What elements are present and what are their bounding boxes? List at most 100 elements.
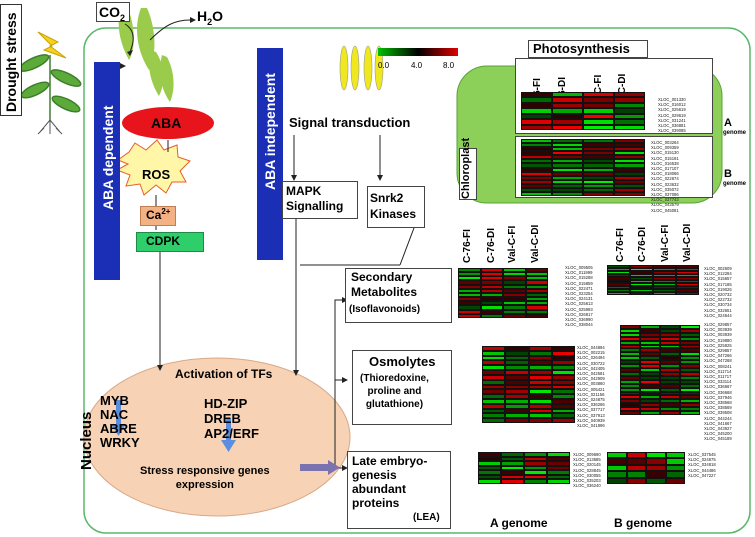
aba-dependent-label: ABA dependent: [100, 105, 116, 210]
heatmap-cell: [480, 288, 503, 293]
heatmap-cell: [551, 374, 575, 380]
heatmap-cell: [626, 458, 646, 465]
heatmap-cell: [626, 471, 646, 478]
heatmap-cell: [620, 328, 640, 333]
heatmap-cell: [640, 336, 660, 341]
heatmap-cell: [503, 272, 526, 277]
heatmap-cell: [482, 403, 506, 409]
heatmap-cell: [630, 286, 653, 289]
a-genome-label: A genome: [490, 516, 548, 530]
heatmap-cell: [524, 461, 547, 466]
heatmap-cell: [620, 395, 640, 400]
heatmap-cell: [505, 389, 529, 395]
ids-photo-b: XLOC_003264 XLOC_009359 XLOC_015130 XLOC…: [651, 140, 679, 213]
heatmap-cell: [551, 408, 575, 414]
leaf-shape: [160, 55, 174, 102]
heatmap-sec-a: [458, 268, 548, 318]
heatmap-cell: [528, 384, 552, 390]
mapk-box: [282, 181, 358, 219]
heatmap-cell: [583, 191, 614, 196]
calcium-label: Ca2+: [146, 207, 171, 222]
heatmap-cell: [680, 348, 700, 353]
heatmap-cell: [660, 399, 680, 404]
heatmap-cell: [665, 452, 685, 459]
heatmap-cell: [680, 360, 700, 365]
heatmap-cell: [583, 119, 614, 125]
heatmap-cell: [501, 479, 524, 484]
heatmap-cell: [620, 387, 640, 392]
heatmap-cell: [551, 370, 575, 375]
heatmap-cell: [552, 113, 583, 120]
heatmap-cell: [482, 418, 506, 423]
heatmap-cell: [660, 360, 680, 365]
heatmap-cell: [640, 340, 660, 345]
heatmap-cell: [521, 143, 552, 148]
heatmap-cell: [607, 271, 630, 274]
heatmap-cell: [503, 309, 526, 314]
ids-photo-a: XLOC_001330 XLOC_016012 XLOC_025619 XLOC…: [658, 97, 686, 134]
heatmap-cell: [680, 344, 700, 349]
ids-sec-a: XLOC_009505 XLOC_011999 XLOC_015268 XLOC…: [565, 265, 593, 328]
sec-a-col-3: Val-C-FI: [507, 225, 518, 263]
heatmap-cell: [528, 413, 552, 419]
heatmap-cell: [620, 364, 640, 369]
heatmap-cell: [480, 297, 503, 302]
heatmap-cell: [660, 407, 680, 412]
heatmap-cell: [620, 383, 640, 388]
heatmap-cell: [528, 389, 552, 395]
signal-transduction-label: Signal transduction: [289, 115, 411, 130]
heatmap-cell: [525, 288, 548, 293]
heatmap-cell: [525, 280, 548, 285]
heatmap-cell: [528, 346, 552, 351]
heatmap-cell: [583, 139, 614, 144]
heatmap-cell: [607, 289, 630, 292]
heatmap-cell: [501, 465, 524, 471]
heatmap-cell: [583, 113, 614, 120]
heatmap-cell: [521, 124, 552, 130]
heatmap-cell: [458, 276, 481, 281]
heatmap-cell: [653, 289, 676, 292]
heatmap-cell: [640, 352, 660, 357]
heatmap-cell: [607, 277, 630, 280]
heatmap-cell: [528, 408, 552, 414]
ros-burst: [115, 139, 191, 196]
heatmap-cell: [640, 383, 660, 388]
side-b-label: B: [724, 168, 732, 180]
heatmap-cell: [524, 474, 547, 480]
tf-left-list: MYB NAC ABRE WRKY: [100, 393, 140, 450]
heatmap-cell: [680, 407, 700, 412]
stress-genes-label: Stress responsive genes expression: [140, 465, 270, 491]
aba-label: ABA: [151, 115, 182, 131]
heatmap-cell: [680, 383, 700, 388]
heatmap-cell: [480, 313, 503, 318]
heatmap-cell: [620, 325, 640, 329]
heatmap-cell: [458, 268, 481, 273]
heatmap-cell: [607, 452, 627, 459]
aba-dependent-bar: [94, 62, 120, 280]
heatmap-cell: [620, 411, 640, 415]
heatmap-cell: [640, 407, 660, 412]
heatmap-osm-a: [482, 346, 575, 423]
heatmap-cell: [552, 143, 583, 148]
heatmap-cell: [583, 175, 614, 180]
heatmap-cell: [665, 471, 685, 478]
heatmap-cell: [640, 368, 660, 372]
heatmap-cell: [480, 305, 503, 310]
heatmap-cell: [630, 274, 653, 277]
heatmap-cell: [505, 360, 529, 366]
heatmap-cell: [521, 97, 552, 103]
heatmap-cell: [620, 356, 640, 361]
heatmap-cell: [680, 340, 700, 345]
heatmap-cell: [478, 470, 501, 475]
heatmap-cell: [583, 124, 614, 130]
scale-max: 8.0: [443, 61, 455, 70]
heatmap-cell: [505, 355, 529, 361]
heatmap-cell: [551, 403, 575, 409]
heatmap-cell: [552, 155, 583, 160]
ros-label: ROS: [142, 167, 171, 182]
heatmap-cell: [640, 379, 660, 384]
heatmap-cell: [653, 268, 676, 271]
heatmap-cell: [482, 370, 506, 375]
heatmap-cell: [503, 284, 526, 289]
heatmap-cell: [640, 395, 660, 400]
